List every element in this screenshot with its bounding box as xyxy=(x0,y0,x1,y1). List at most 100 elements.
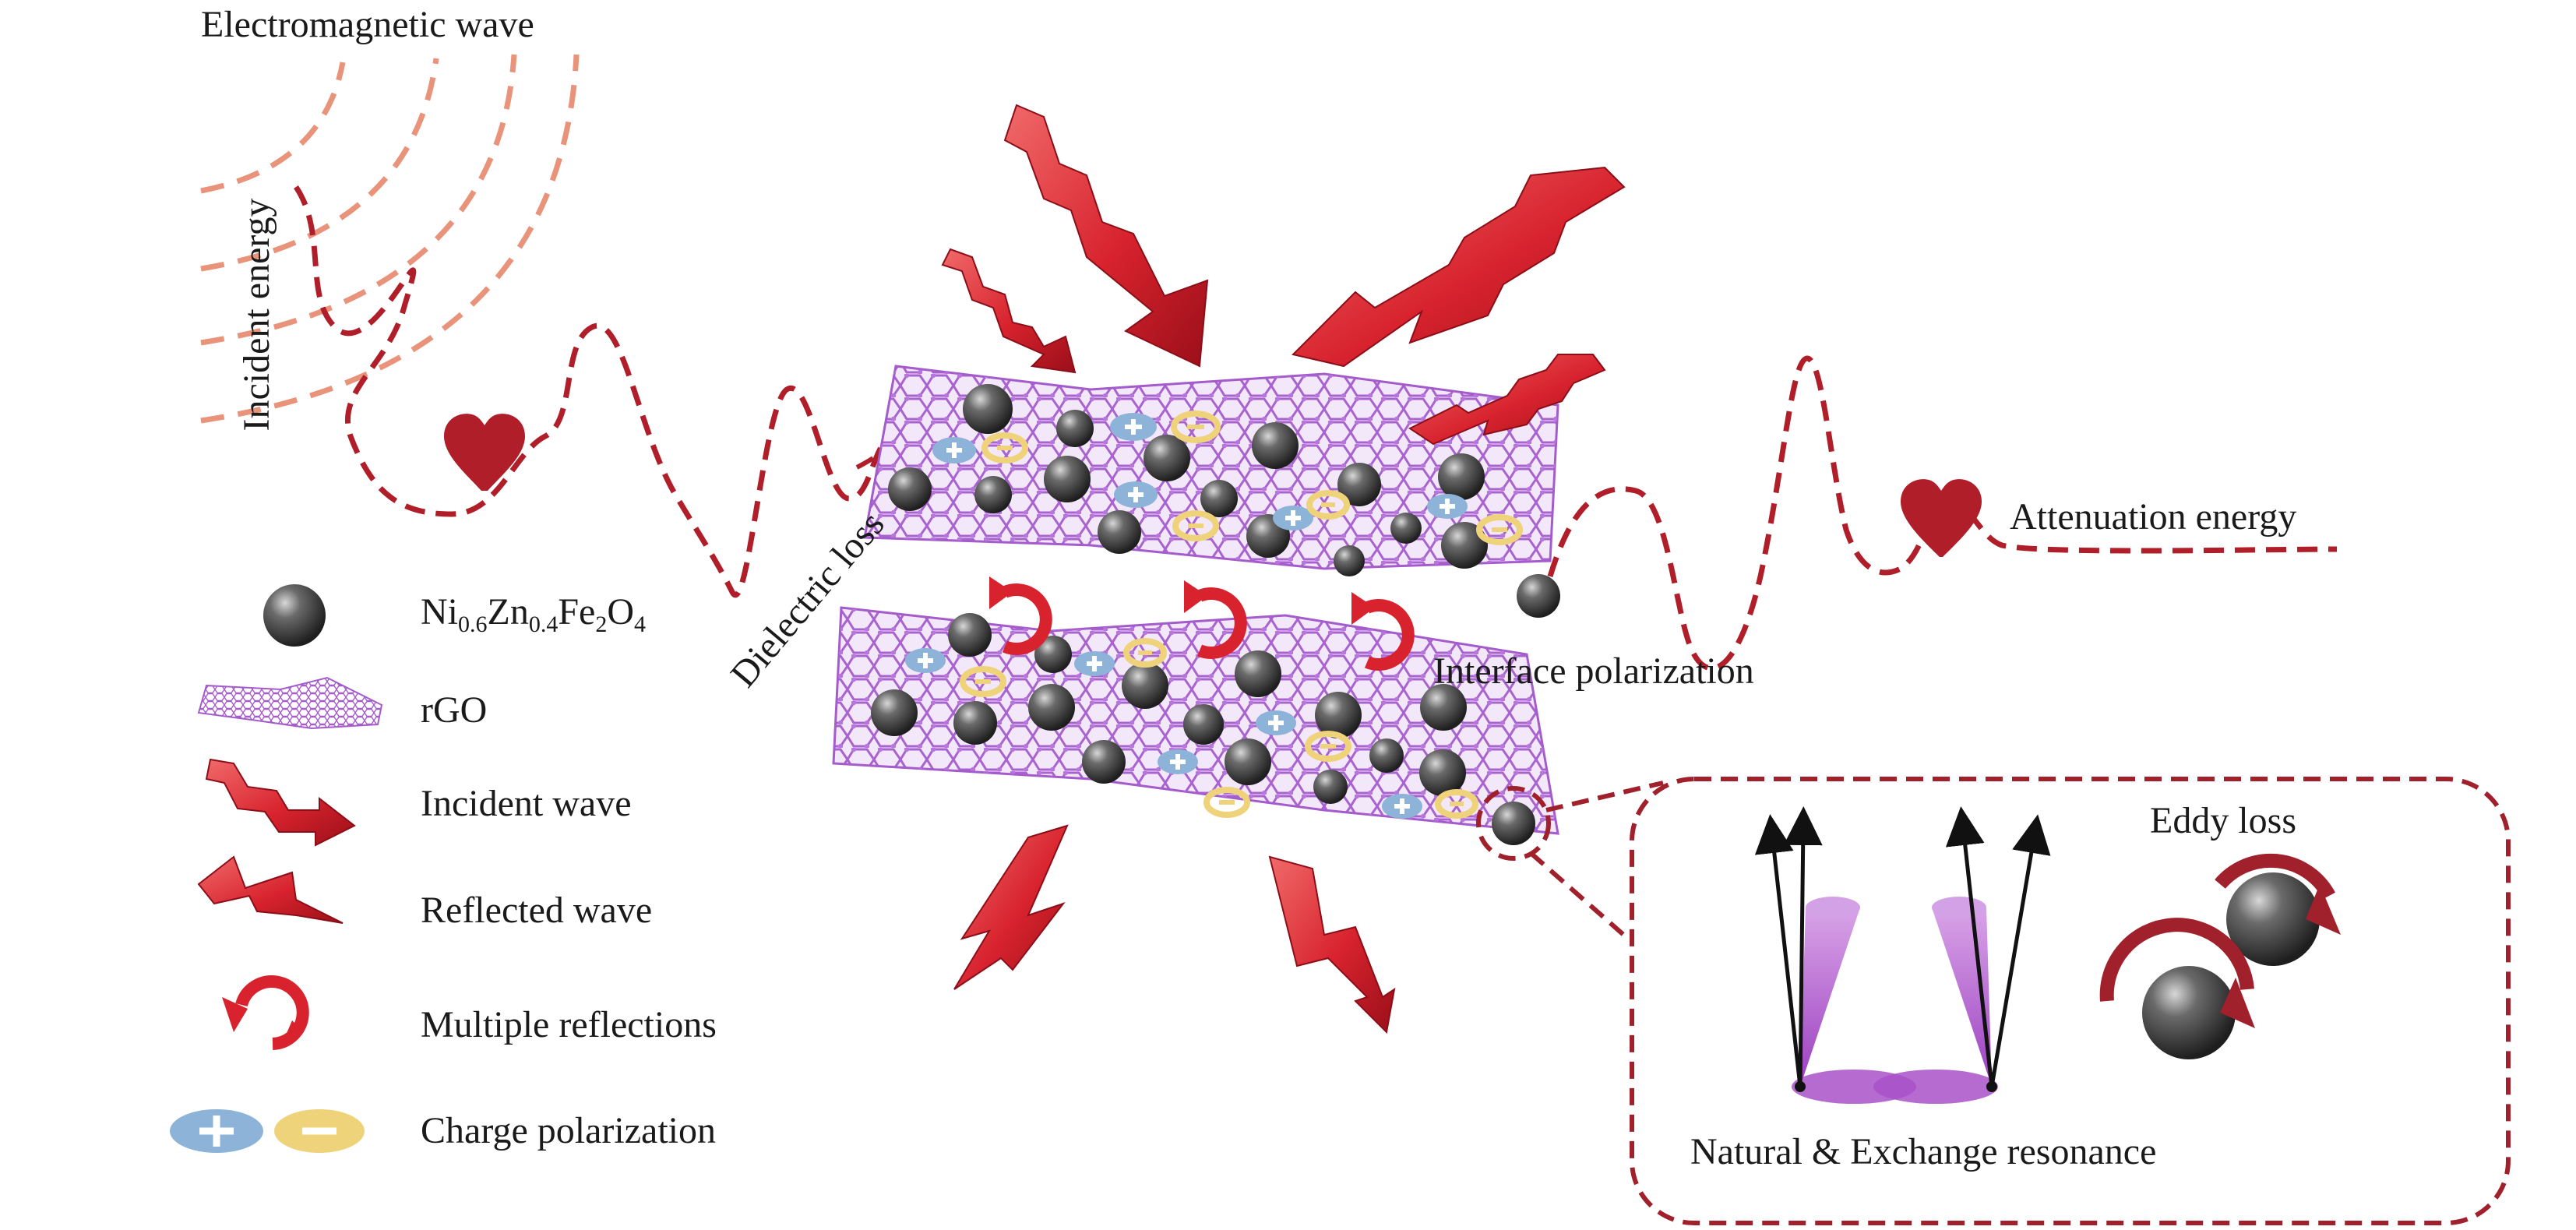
resonance-illustration xyxy=(1754,806,2051,1104)
plus-charge-icon xyxy=(1074,651,1115,676)
reflected-bolt-icon xyxy=(1268,855,1396,1034)
legend-rgo-label: rGO xyxy=(421,689,488,731)
ferrite-sphere xyxy=(953,701,997,745)
formula-subscript: 4 xyxy=(634,611,646,637)
plus-charge-icon xyxy=(1110,413,1157,441)
formula-element: O xyxy=(607,591,634,633)
ferrite-sphere xyxy=(871,689,918,736)
plus-charge-icon xyxy=(1427,494,1468,519)
charge-pairs-upper xyxy=(932,411,1523,545)
ferrite-sphere xyxy=(1315,692,1362,738)
incident-energy-label: Incident energy xyxy=(236,198,277,432)
plus-charge-icon xyxy=(905,648,946,673)
incident-arrow-icon xyxy=(205,758,356,847)
zoom-line xyxy=(1545,781,1664,812)
legend-rgo-icon xyxy=(197,676,383,730)
eddy-sphere xyxy=(2226,872,2320,966)
ferrite-sphere xyxy=(963,384,1013,434)
incident-arrow-icon xyxy=(1292,166,1626,368)
zoom-callout xyxy=(1476,777,2511,1225)
ferrite-sphere xyxy=(1144,435,1190,481)
wave-arc xyxy=(200,58,439,272)
ferrite-sphere xyxy=(1200,480,1238,517)
formula-subscript: 2 xyxy=(595,611,608,637)
ferrite-sphere xyxy=(888,467,932,511)
formula-element: Fe xyxy=(558,591,596,633)
ferrite-sphere xyxy=(1313,770,1348,804)
wave-arc xyxy=(200,54,580,424)
eddy-rotation-icon xyxy=(2099,918,2254,1002)
plus-charge-icon xyxy=(932,437,976,463)
attenuation-energy-label: Attenuation energy xyxy=(2010,496,2297,537)
formula-subscript: 0.4 xyxy=(528,611,559,637)
minus-charge-icon xyxy=(981,432,1028,463)
legend-reflected-wave-label: Reflected wave xyxy=(421,890,653,931)
minus-charge-icon xyxy=(1171,411,1221,443)
eddy-loss-label: Eddy loss xyxy=(2150,800,2297,841)
incident-arrows xyxy=(941,104,1626,446)
plus-charge-icon xyxy=(1114,481,1158,508)
multiple-reflection-icon xyxy=(1184,580,1247,659)
heart-icon xyxy=(444,414,525,491)
ferrite-sphere xyxy=(1369,738,1404,773)
zoom-line xyxy=(1529,851,1630,941)
ferrite-particles-upper xyxy=(888,384,1560,618)
ferrite-sphere xyxy=(1337,463,1381,506)
multiple-reflection-icon xyxy=(222,975,309,1050)
ferrite-sphere xyxy=(948,613,992,657)
ferrite-sphere xyxy=(1028,684,1075,731)
legend-incident-wave-label: Incident wave xyxy=(421,783,632,824)
ferrite-sphere xyxy=(1082,740,1126,784)
plus-charge-icon xyxy=(1256,710,1296,735)
heart-icon xyxy=(1901,479,1982,557)
plus-charge-icon xyxy=(1273,506,1313,530)
ferrite-sphere xyxy=(1441,522,1488,569)
ferrite-sphere xyxy=(1044,456,1091,502)
eddy-sphere xyxy=(2142,966,2236,1059)
spin-cone-icon xyxy=(1932,806,2051,1092)
multiple-reflection-icon xyxy=(989,576,1052,655)
ferrite-sphere xyxy=(1034,636,1072,673)
interface-polarization-label: Interface polarization xyxy=(1433,650,1754,692)
ferrite-sphere xyxy=(1056,410,1094,447)
legend-multiple-reflections-label: Multiple reflections xyxy=(421,1004,717,1045)
minus-charge-icon xyxy=(1305,731,1351,762)
spin-cone-icon xyxy=(1754,806,1860,1092)
reflected-bolt-icon xyxy=(953,824,1069,990)
ferrite-sphere xyxy=(1438,453,1485,500)
eddy-loss-illustration xyxy=(2099,853,2341,1059)
ferrite-sphere xyxy=(1492,802,1535,845)
electromagnetic-wave-label: Electromagnetic wave xyxy=(201,4,534,45)
ferrite-sphere xyxy=(1334,545,1365,576)
minus-charge-icon xyxy=(1203,787,1250,818)
ferrite-sphere xyxy=(1390,513,1422,544)
detail-box xyxy=(1630,777,2511,1225)
ferrite-sphere xyxy=(1517,574,1560,618)
legend-charge-polarization-label: Charge polarization xyxy=(421,1110,716,1151)
ferrite-sphere xyxy=(974,476,1012,513)
ferrite-sphere xyxy=(1235,650,1281,697)
formula-element: Ni xyxy=(421,591,458,633)
reflected-bolts xyxy=(953,824,1396,1034)
incident-energy-wave xyxy=(294,185,1006,598)
ferrite-sphere xyxy=(1122,662,1168,709)
resonance-label: Natural & Exchange resonance xyxy=(1690,1131,2157,1172)
formula-element: Zn xyxy=(487,591,529,633)
ferrite-sphere xyxy=(1098,510,1141,554)
spin-base xyxy=(1873,1070,1998,1104)
multiple-reflection-icon xyxy=(1351,592,1415,671)
ferrite-sphere xyxy=(1183,704,1224,745)
charge-pairs-lower xyxy=(905,638,1478,819)
zoom-circle xyxy=(1476,786,1551,861)
minus-charge-icon xyxy=(1172,510,1219,541)
legend-ferrite-icon xyxy=(263,584,326,647)
ferrite-sphere xyxy=(1420,684,1467,731)
plus-charge-icon xyxy=(170,1109,263,1153)
plus-charge-icon xyxy=(1382,794,1422,819)
incident-arrow-icon xyxy=(1003,104,1209,368)
reflected-bolt-icon xyxy=(197,855,344,924)
multiple-reflection-arrows xyxy=(989,576,1415,671)
incident-arrow-icon xyxy=(1408,354,1606,446)
minus-charge-icon xyxy=(1306,490,1350,520)
